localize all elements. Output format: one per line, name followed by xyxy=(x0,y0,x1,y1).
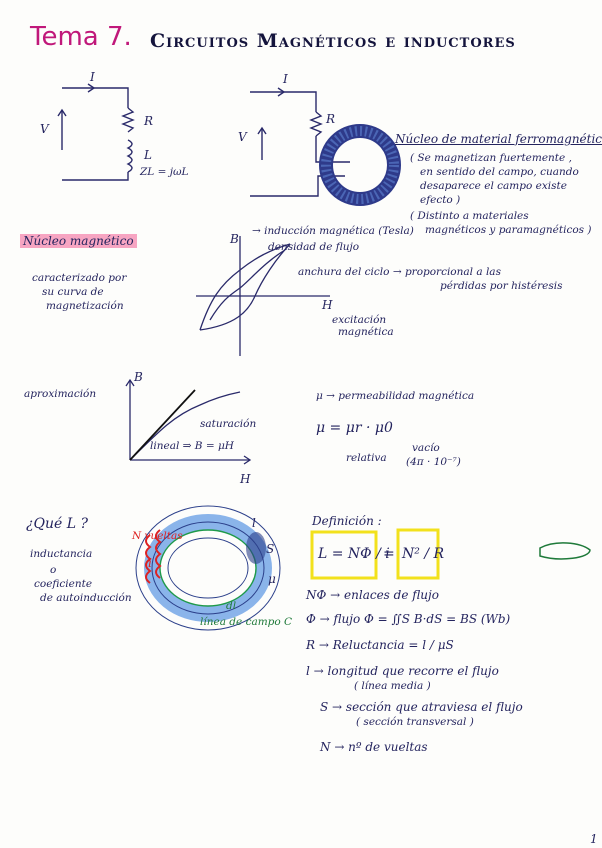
question-title: ¿Qué L ? xyxy=(26,516,88,532)
circuit1-zl: ZL = jωL xyxy=(140,166,189,178)
green-doodle xyxy=(539,542,591,560)
permeability-mu: μ → permeabilidad magnética xyxy=(316,390,475,402)
toroid-linea: línea de campo C xyxy=(200,616,293,628)
toroid-s: S xyxy=(266,542,275,556)
hysteresis-width-desc: anchura del ciclo → proporcional a las xyxy=(298,266,501,278)
definition-eq: = xyxy=(383,546,395,562)
definition-formula2: N² / R xyxy=(402,546,445,562)
toroid-l: l xyxy=(252,516,256,530)
question-o: o xyxy=(50,564,57,576)
hysteresis-h: H xyxy=(322,298,333,312)
def-line-6: ( sección transversal ) xyxy=(356,716,474,728)
circuit-1 xyxy=(57,83,135,181)
approx-saturacion: saturación xyxy=(200,418,257,430)
core-note-line3: desaparece el campo existe xyxy=(420,180,567,192)
question-coef1: coeficiente xyxy=(34,578,93,590)
approx-label: aproximación xyxy=(24,388,97,400)
question-coef2: de autoinducción xyxy=(40,592,132,604)
toroid-dl: dl xyxy=(226,600,237,612)
core-note-line1: ( Se magnetizan fuertemente , xyxy=(410,152,572,164)
def-line-4: ( línea media ) xyxy=(354,680,431,692)
hysteresis-plot xyxy=(196,236,330,356)
circuit1-voltage: V xyxy=(40,122,49,136)
approx-b: B xyxy=(134,370,143,384)
circuit2-voltage: V xyxy=(238,130,247,144)
nucleo-desc2: su curva de xyxy=(42,286,104,298)
toroid-i: i xyxy=(148,556,152,570)
def-line-1: Φ → flujo Φ = ∬S B·dS = BS (Wb) xyxy=(306,612,511,626)
hysteresis-h-desc1: excitación xyxy=(332,314,387,326)
core-note-line5: ( Distinto a materiales xyxy=(410,210,529,222)
core-note-line2: en sentido del campo, cuando xyxy=(420,166,579,178)
permeability-vacio-val: (4π · 10⁻⁷) xyxy=(406,456,461,468)
toroid-core-1 xyxy=(319,124,401,206)
page-subtitle: Circuitos Magnéticos e inductores xyxy=(150,30,516,52)
page-number: 1 xyxy=(590,832,598,846)
definition-formula1: L = NΦ / i xyxy=(318,546,390,562)
core-note-line6: magnéticos y paramagnéticos ) xyxy=(425,224,592,236)
circuit2-current: I xyxy=(283,72,288,86)
def-line-0: NΦ → enlaces de flujo xyxy=(306,588,439,602)
def-line-3: l → longitud que recorre el flujo xyxy=(306,664,499,678)
circuit2-r: R xyxy=(326,112,336,126)
core-note-title: Núcleo de material ferromagnético xyxy=(395,132,602,146)
def-line-7: N → nº de vueltas xyxy=(320,740,428,754)
approx-h: H xyxy=(240,472,251,486)
core-note-line4: efecto ) xyxy=(420,194,461,206)
toroid-core-2 xyxy=(135,505,281,631)
nucleo-label: Núcleo magnético xyxy=(20,234,137,248)
definition-boxes xyxy=(310,528,440,580)
definition-label: Definición : xyxy=(312,514,382,528)
hysteresis-h-desc2: magnética xyxy=(338,326,394,338)
permeability-vacio: vacío xyxy=(412,442,440,454)
circuit1-l: L xyxy=(144,148,152,162)
hysteresis-b-desc2: densidad de flujo xyxy=(268,241,360,253)
nucleo-desc1: caracterizado por xyxy=(32,272,127,284)
circuit1-r: R xyxy=(144,114,154,128)
circuit1-current: I xyxy=(90,70,95,84)
approx-lineal: lineal ⇒ B = μH xyxy=(150,440,234,452)
question-ind: inductancia xyxy=(30,548,93,560)
hysteresis-width-desc2: pérdidas por histéresis xyxy=(440,280,563,292)
permeability-relativa: relativa xyxy=(346,452,387,464)
approximation-plot xyxy=(125,378,252,465)
page-title: Tema 7. xyxy=(30,22,132,52)
hysteresis-b-desc1: → inducción magnética (Tesla) xyxy=(252,225,414,237)
hysteresis-b: B xyxy=(230,232,239,246)
toroid-n-vueltas: N vueltas xyxy=(132,530,183,542)
nucleo-desc3: magnetización xyxy=(46,300,124,312)
def-line-5: S → sección que atraviesa el flujo xyxy=(320,700,523,714)
toroid-mu: μ xyxy=(268,572,276,586)
def-line-2: R → Reluctancia = l / μS xyxy=(306,638,454,652)
permeability-formula: μ = μr · μ0 xyxy=(316,420,393,436)
